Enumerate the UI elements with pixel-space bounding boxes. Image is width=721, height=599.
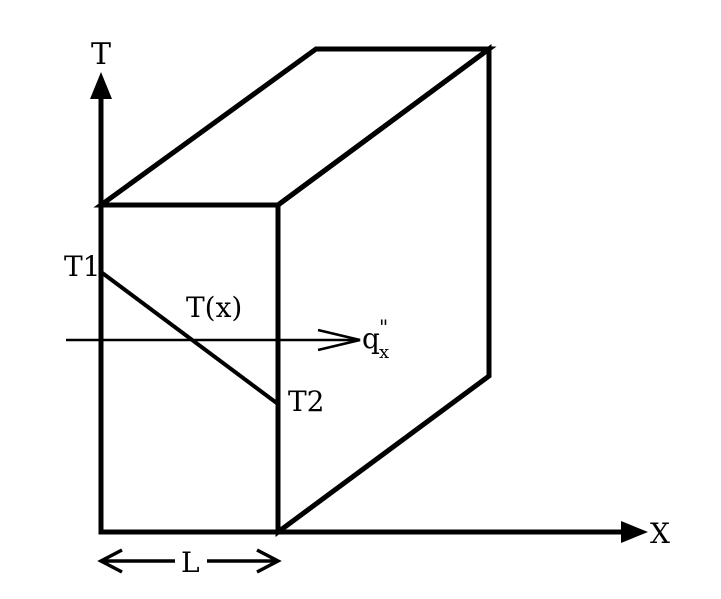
thickness-dimension	[97, 548, 282, 574]
wall-top-face	[93, 46, 497, 208]
heat-flux-label-subscript: x	[379, 342, 389, 363]
heat-flux-arrow	[66, 328, 361, 352]
t1-label: T1	[64, 250, 101, 283]
thickness-label: L	[181, 546, 200, 579]
heat-flux-label: q	[362, 322, 380, 355]
heat-flux-label-superscript: "	[379, 315, 388, 339]
wall-front-face	[98, 202, 281, 535]
heat-flux-arrowhead-icon	[317, 328, 361, 352]
t-axis-arrowhead-icon	[90, 72, 112, 99]
x-axis	[101, 521, 648, 543]
heat-flux-label-base: q	[362, 322, 380, 355]
x-axis-arrowhead-icon	[621, 521, 648, 543]
t-axis-label: T	[91, 37, 111, 72]
wall-right-face	[275, 44, 492, 537]
x-axis-label: X	[650, 517, 670, 550]
temperature-profile-line	[99, 270, 280, 406]
t-axis	[90, 72, 112, 532]
wall-slab	[93, 44, 497, 537]
thickness-left-arrowhead-icon	[97, 548, 123, 574]
temperature-profile-label: T(x)	[186, 291, 242, 324]
thickness-right-arrowhead-icon	[256, 548, 282, 574]
t2-label: T2	[288, 385, 325, 418]
